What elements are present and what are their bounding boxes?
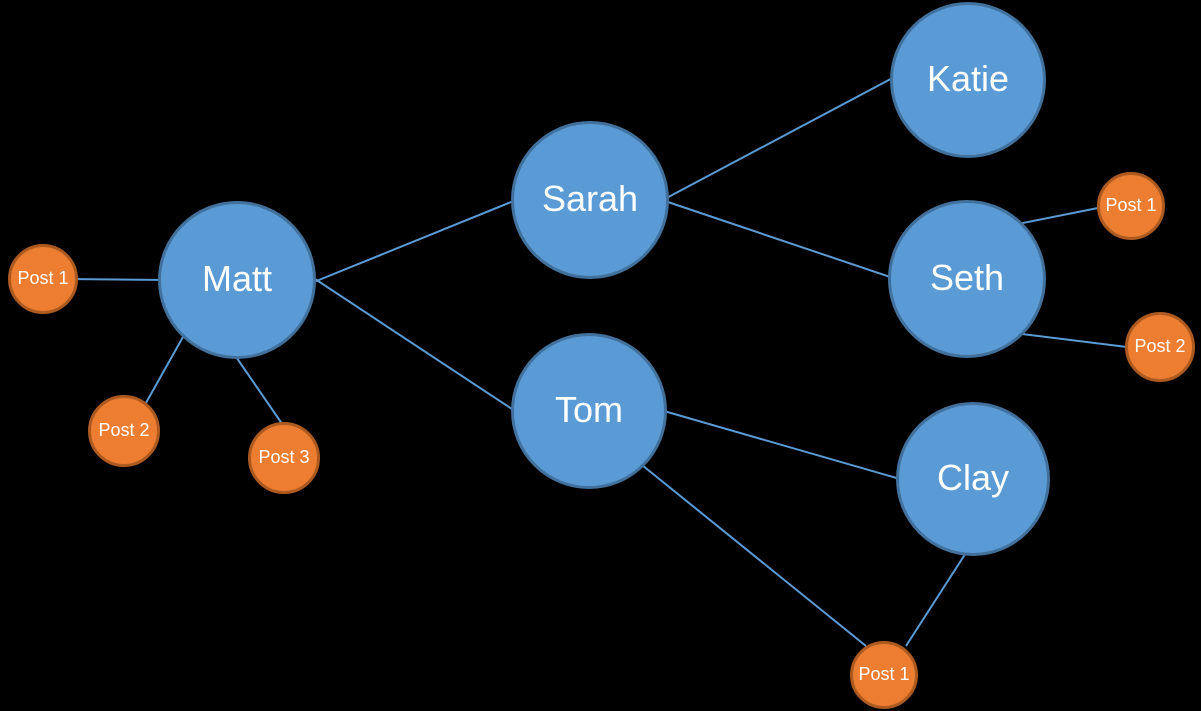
node-label-post1-bottom: Post 1 bbox=[858, 664, 910, 684]
node-post1-matt[interactable]: Post 1 bbox=[8, 244, 78, 314]
edge-tom-post1-bottom bbox=[636, 460, 867, 647]
node-post2-matt[interactable]: Post 2 bbox=[88, 395, 160, 467]
node-label-seth: Seth bbox=[929, 257, 1005, 298]
node-tom[interactable]: Tom bbox=[511, 333, 667, 489]
edge-sarah-seth bbox=[658, 198, 900, 281]
node-label-tom: Tom bbox=[554, 389, 623, 430]
node-label-matt: Matt bbox=[201, 258, 272, 299]
node-label-post3-matt: Post 3 bbox=[258, 447, 310, 467]
node-seth[interactable]: Seth bbox=[888, 200, 1046, 358]
edge-matt-post3-matt bbox=[231, 350, 288, 432]
node-post1-bottom[interactable]: Post 1 bbox=[850, 641, 918, 709]
edge-seth-post1-seth bbox=[1012, 205, 1109, 226]
node-post2-seth[interactable]: Post 2 bbox=[1125, 312, 1195, 382]
node-post3-matt[interactable]: Post 3 bbox=[248, 422, 320, 494]
node-label-clay: Clay bbox=[936, 457, 1010, 498]
node-label-post2-matt: Post 2 bbox=[98, 420, 150, 440]
edge-post1-matt-matt bbox=[64, 278, 171, 281]
node-clay[interactable]: Clay bbox=[896, 402, 1050, 556]
node-post1-seth[interactable]: Post 1 bbox=[1097, 172, 1165, 240]
node-label-sarah: Sarah bbox=[541, 178, 639, 219]
node-katie[interactable]: Katie bbox=[890, 2, 1046, 158]
node-label-post1-seth: Post 1 bbox=[1105, 195, 1157, 215]
edge-matt-post2-matt bbox=[141, 327, 189, 411]
edge-tom-clay bbox=[656, 408, 908, 482]
edge-seth-post2-seth bbox=[1013, 332, 1136, 349]
edge-matt-sarah bbox=[308, 197, 522, 285]
node-label-post1-matt: Post 1 bbox=[17, 268, 69, 288]
edge-clay-post1-bottom bbox=[905, 544, 972, 647]
edge-matt-tom bbox=[308, 274, 522, 416]
node-matt[interactable]: Matt bbox=[158, 201, 316, 359]
node-label-katie: Katie bbox=[926, 58, 1010, 99]
node-label-post2-seth: Post 2 bbox=[1134, 336, 1186, 356]
node-sarah[interactable]: Sarah bbox=[511, 121, 669, 279]
edge-sarah-katie bbox=[658, 72, 903, 203]
